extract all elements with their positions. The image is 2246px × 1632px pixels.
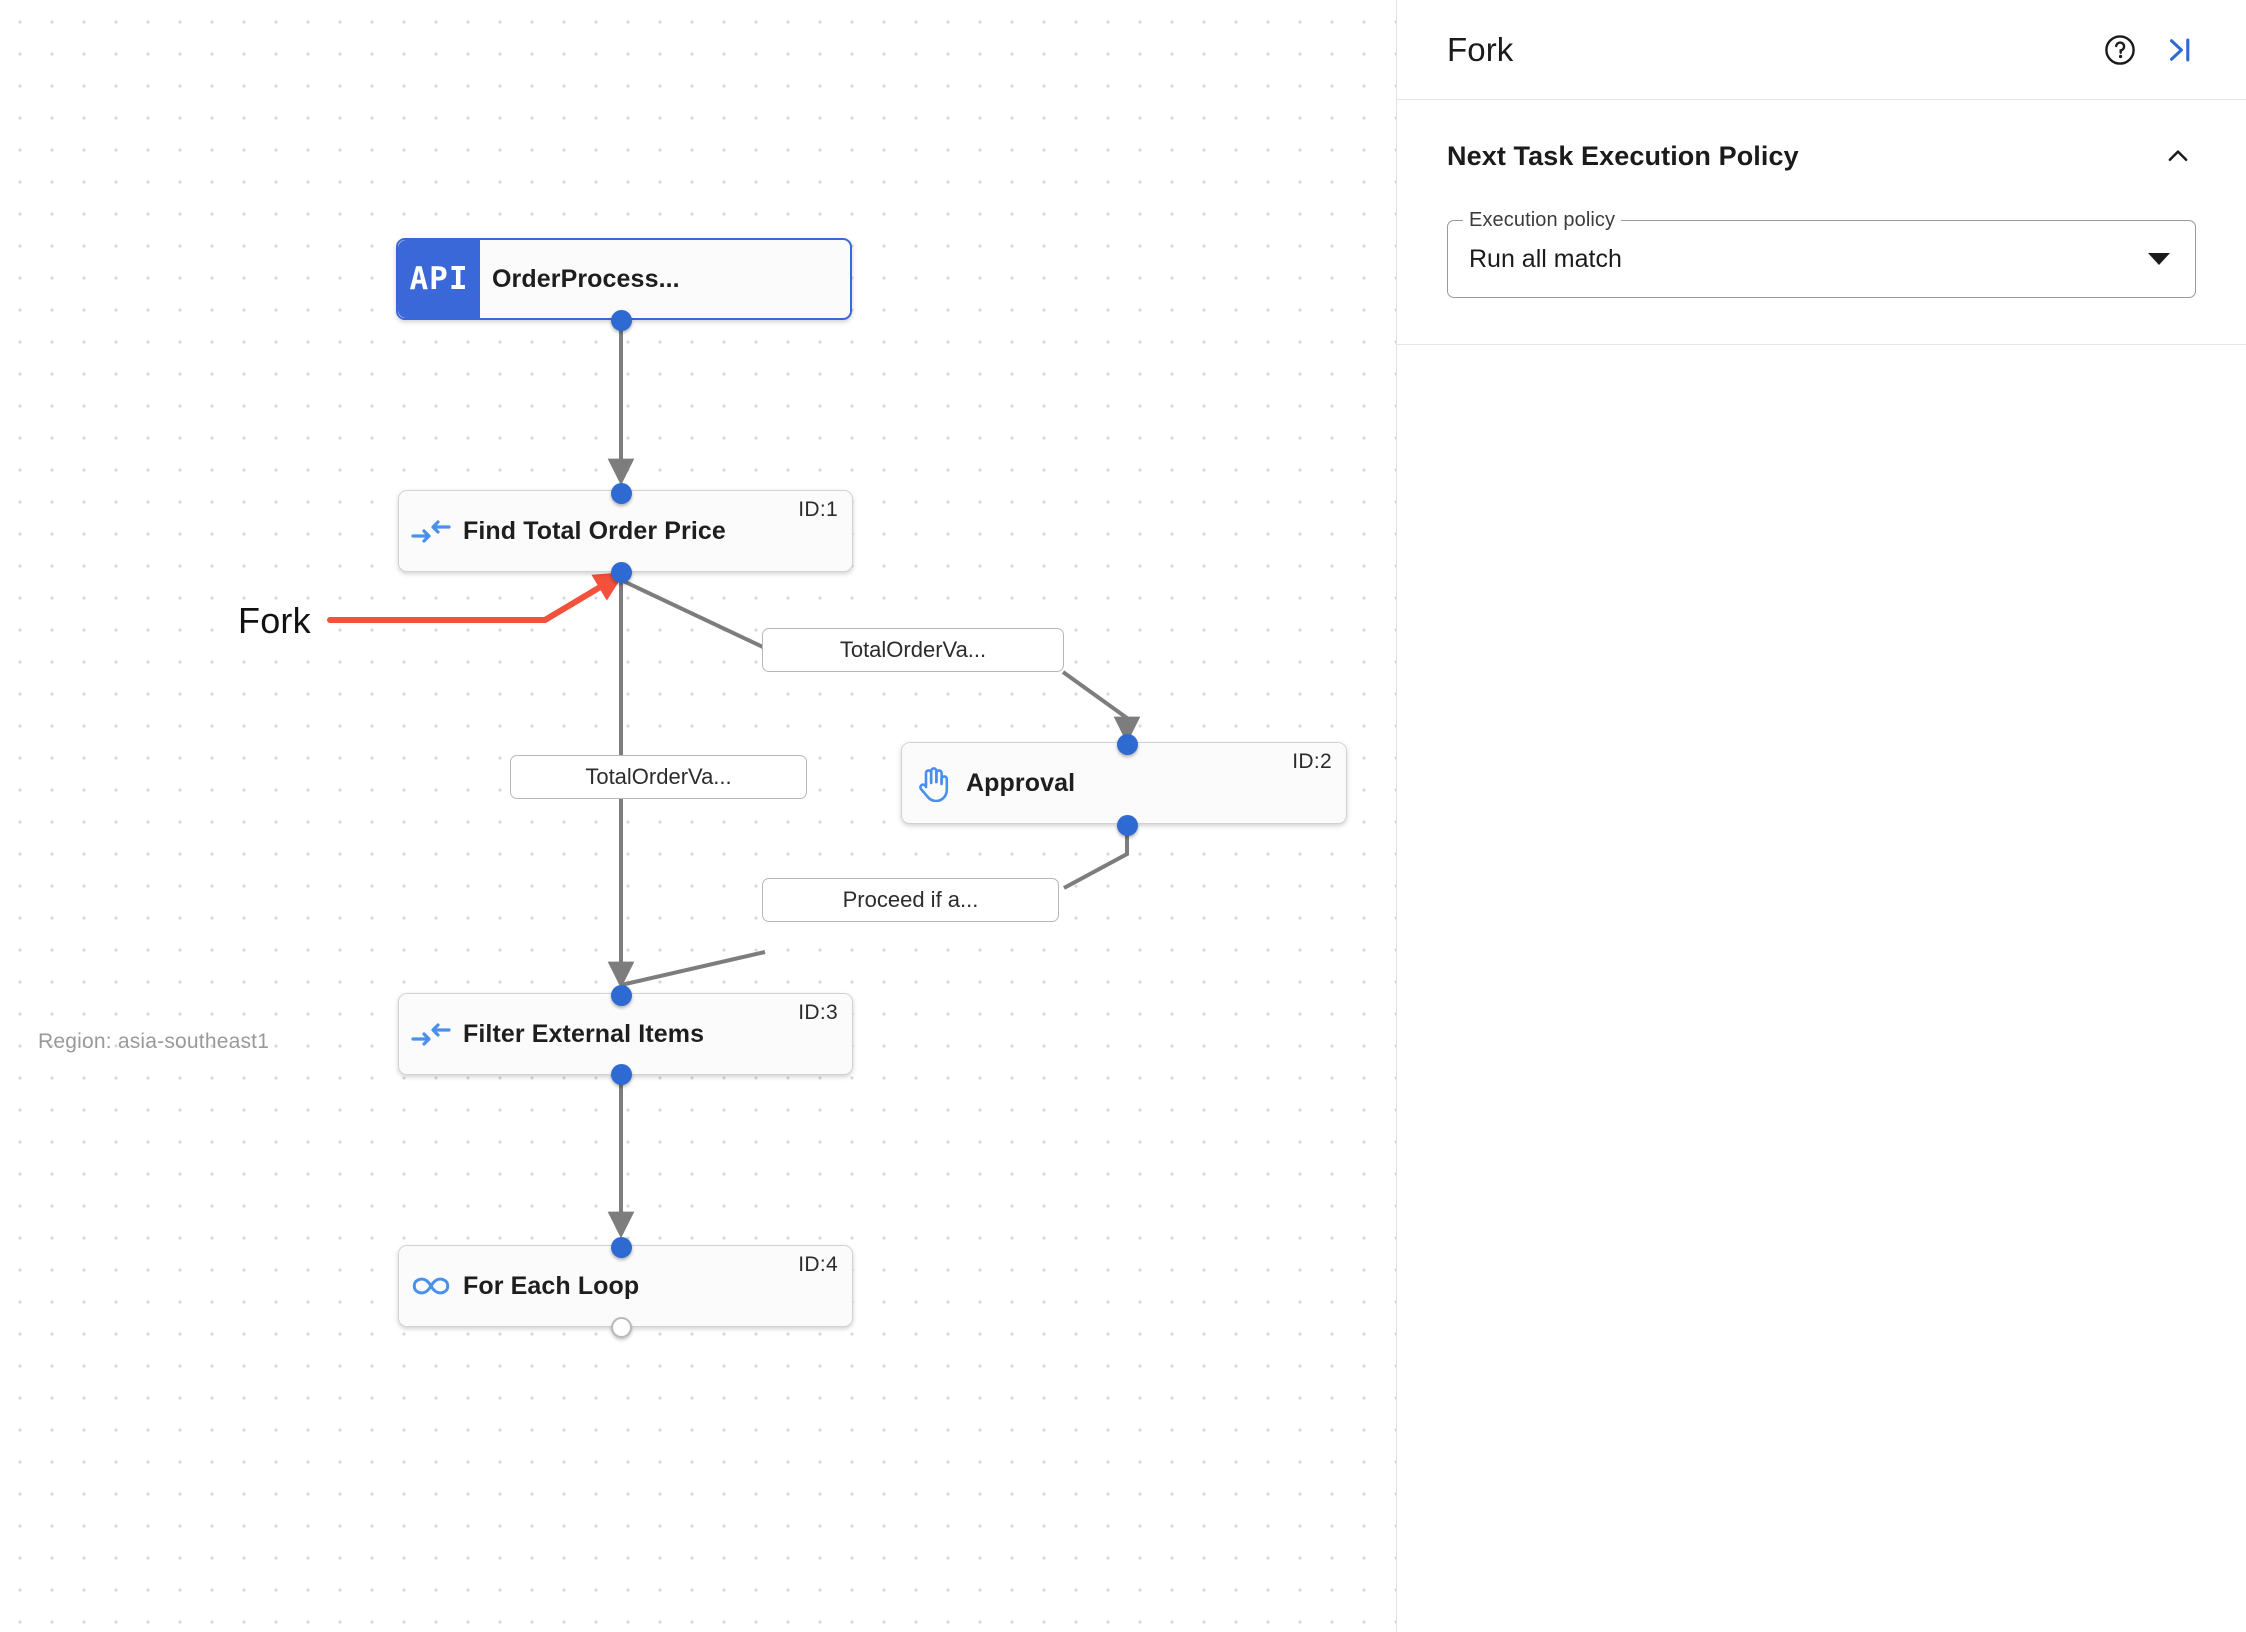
port-loop-in[interactable] <box>611 1237 632 1258</box>
port-loop-out[interactable] <box>611 1317 632 1338</box>
dropdown-arrow-icon[interactable] <box>2148 220 2170 298</box>
section-title: Next Task Execution Policy <box>1447 140 1799 171</box>
edge-label-proceed-if[interactable]: Proceed if a... <box>762 878 1059 922</box>
node-title: Find Total Order Price <box>463 516 726 545</box>
merge-arrows-icon <box>399 1021 463 1047</box>
section-header[interactable]: Next Task Execution Policy <box>1447 138 2196 174</box>
port-find-total-in[interactable] <box>611 483 632 504</box>
port-approval-in[interactable] <box>1117 734 1138 755</box>
collapse-panel-right-icon[interactable] <box>2158 28 2202 72</box>
execution-policy-value: Run all match <box>1469 245 1622 273</box>
node-id-badge: ID:4 <box>798 1253 838 1276</box>
node-for-each-loop[interactable]: For Each Loop ID:4 <box>398 1245 853 1327</box>
help-circle-icon[interactable] <box>2098 28 2142 72</box>
edge-label-total-order-value-a[interactable]: TotalOrderVa... <box>762 628 1064 672</box>
region-label: Region: asia-southeast1 <box>38 1030 270 1053</box>
execution-policy-label: Execution policy <box>1463 209 1622 231</box>
panel-title: Fork <box>1447 30 1514 68</box>
port-filter-out[interactable] <box>611 1064 632 1085</box>
infinity-loop-icon <box>399 1274 463 1298</box>
node-title: For Each Loop <box>463 1271 640 1300</box>
edge-label1-to-approval <box>1061 670 1141 744</box>
node-filter-external-items[interactable]: Filter External Items ID:3 <box>398 993 853 1075</box>
port-find-total-out[interactable] <box>611 562 632 583</box>
port-filter-in[interactable] <box>611 985 632 1006</box>
edge-label3-to-filter <box>620 950 766 987</box>
chevron-up-icon[interactable] <box>2160 138 2196 174</box>
node-id-badge: ID:1 <box>798 498 838 521</box>
node-id-badge: ID:3 <box>798 1001 838 1024</box>
properties-panel: Fork Next Task Execution Policy <box>1396 0 2246 1632</box>
node-id-badge: ID:2 <box>1292 750 1332 773</box>
port-approval-out[interactable] <box>1117 815 1138 836</box>
fork-annotation-label: Fork <box>238 600 311 641</box>
edge-approval-to-label3a <box>1063 824 1129 890</box>
node-approval[interactable]: Approval ID:2 <box>901 742 1347 824</box>
merge-arrows-icon <box>399 518 463 544</box>
fork-annotation-arrow <box>327 572 625 623</box>
node-order-process[interactable]: API OrderProcess... <box>396 238 852 320</box>
node-title: Filter External Items <box>463 1019 705 1048</box>
next-task-execution-policy-section: Next Task Execution Policy Execution pol… <box>1397 100 2246 345</box>
node-title: OrderProcess... <box>492 264 680 293</box>
edge-label-total-order-value-b[interactable]: TotalOrderVa... <box>510 755 807 799</box>
api-badge-icon: API <box>398 240 480 318</box>
execution-policy-select[interactable]: Execution policy Run all match <box>1447 209 2196 298</box>
hand-icon <box>902 764 966 802</box>
panel-header: Fork <box>1397 0 2246 100</box>
node-title: Approval <box>966 768 1076 797</box>
port-order-process-out[interactable] <box>611 310 632 331</box>
edge-find-to-label1a <box>620 578 766 650</box>
flow-canvas[interactable]: API OrderProcess... Fin <box>0 0 1396 1632</box>
